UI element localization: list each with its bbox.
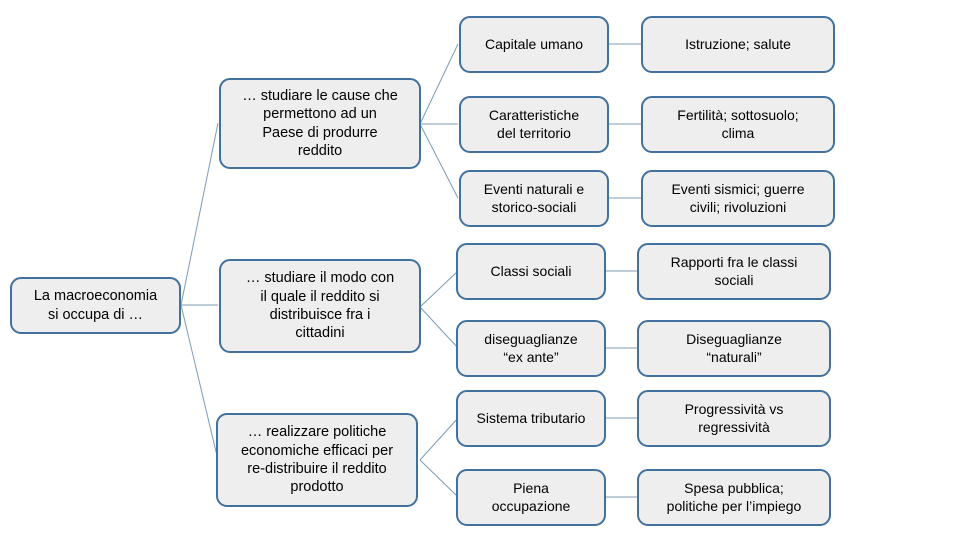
node-branch-1[interactable]: … studiare le cause che permettono ad un… (219, 78, 421, 169)
node-topic-classi-sociali[interactable]: Classi sociali (456, 243, 606, 300)
node-detail-progressivita-label: Progressività vs regressività (684, 400, 784, 435)
node-detail-diseguaglianze-naturali-label: Diseguaglianze “naturali” (686, 330, 782, 365)
edge-branch-3-topic-1 (419, 417, 459, 461)
edge-branch-1-topic-1 (419, 43, 459, 125)
node-branch-2[interactable]: … studiare il modo con il quale il reddi… (219, 259, 421, 353)
node-detail-spesa-pubblica-label: Spesa pubblica; politiche per l’impiego (666, 479, 802, 514)
node-topic-piena-occupazione-label: Piena occupazione (491, 479, 571, 514)
edge-branch-1-topic-3 (419, 123, 459, 199)
node-detail-fertilita-sottosuolo-clima-label: Fertilità; sottosuolo; clima (677, 106, 799, 141)
node-topic-capitale-umano-label: Capitale umano (484, 35, 584, 52)
node-detail-fertilita-sottosuolo-clima[interactable]: Fertilità; sottosuolo; clima (641, 96, 835, 153)
node-topic-sistema-tributario[interactable]: Sistema tributario (456, 390, 606, 447)
node-detail-spesa-pubblica[interactable]: Spesa pubblica; politiche per l’impiego (637, 469, 831, 526)
node-topic-diseguaglianze-ex-ante[interactable]: diseguaglianze “ex ante” (456, 320, 606, 377)
node-detail-progressivita[interactable]: Progressività vs regressività (637, 390, 831, 447)
node-branch-3-label: … realizzare politiche economiche effica… (240, 424, 394, 496)
node-topic-piena-occupazione[interactable]: Piena occupazione (456, 469, 606, 526)
node-topic-caratteristiche-territorio-label: Caratteristiche del territorio (488, 106, 580, 141)
edge-branch-2-topic-1 (419, 270, 459, 308)
node-topic-classi-sociali-label: Classi sociali (490, 262, 572, 279)
node-detail-rapporti-classi[interactable]: Rapporti fra le classi sociali (637, 243, 831, 300)
node-detail-istruzione-salute[interactable]: Istruzione; salute (641, 16, 835, 73)
node-topic-capitale-umano[interactable]: Capitale umano (459, 16, 609, 73)
node-detail-rapporti-classi-label: Rapporti fra le classi sociali (670, 253, 798, 288)
edge-branch-3-topic-2 (419, 459, 459, 498)
node-topic-eventi-naturali-label: Eventi naturali e storico-sociali (483, 180, 585, 215)
node-detail-istruzione-salute-label: Istruzione; salute (685, 35, 791, 52)
node-root[interactable]: La macroeconomia si occupa di … (10, 277, 181, 334)
node-detail-diseguaglianze-naturali[interactable]: Diseguaglianze “naturali” (637, 320, 831, 377)
edge-branch-2-topic-2 (419, 306, 459, 349)
node-branch-3[interactable]: … realizzare politiche economiche effica… (216, 413, 418, 507)
node-branch-2-label: … studiare il modo con il quale il reddi… (245, 270, 395, 342)
edge-root-branch-3 (180, 304, 219, 461)
node-topic-eventi-naturali[interactable]: Eventi naturali e storico-sociali (459, 170, 609, 227)
node-topic-sistema-tributario-label: Sistema tributario (476, 409, 586, 426)
node-topic-caratteristiche-territorio[interactable]: Caratteristiche del territorio (459, 96, 609, 153)
node-detail-eventi-sismici-label: Eventi sismici; guerre civili; rivoluzio… (671, 180, 805, 215)
node-branch-1-label: … studiare le cause che permettono ad un… (242, 87, 398, 159)
node-topic-diseguaglianze-ex-ante-label: diseguaglianze “ex ante” (484, 330, 578, 365)
edge-root-branch-1 (180, 122, 219, 306)
node-detail-eventi-sismici[interactable]: Eventi sismici; guerre civili; rivoluzio… (641, 170, 835, 227)
node-root-label: La macroeconomia si occupa di … (33, 288, 158, 323)
